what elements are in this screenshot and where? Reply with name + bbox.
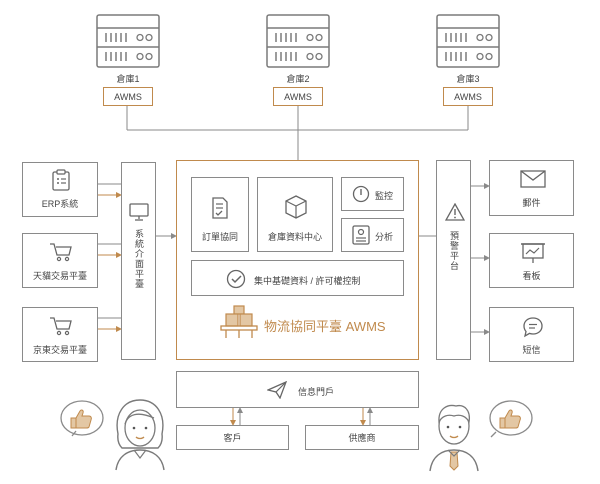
check-circle-icon [226, 269, 246, 289]
analysis-label: 分析 [375, 232, 394, 242]
clipboard-icon [52, 169, 70, 191]
board-icon [521, 243, 545, 263]
monitor-box: 監控 [341, 177, 404, 211]
awms-platform-title: 物流協同平臺 AWMS [264, 319, 386, 334]
monitor-icon [129, 203, 149, 221]
cart-icon [50, 243, 72, 262]
thumbs-up-bubble-icon [489, 400, 533, 438]
chat-icon [523, 317, 543, 338]
male-supplier-avatar [429, 404, 479, 472]
customer-label: 客戶 [223, 433, 242, 443]
supplier-label: 供應商 [348, 433, 376, 443]
board-channel-box: 看板 [489, 233, 574, 288]
warning-icon [445, 203, 465, 221]
monitor-label: 監控 [375, 191, 394, 201]
order-collab-label: 訂單協同 [201, 232, 238, 242]
erp-label: ERP系統 [41, 199, 79, 209]
interface-platform-box: 系統介面平臺 [121, 162, 156, 360]
warehouse-label: 倉庫3 [456, 74, 480, 84]
tmall-label: 天貓交易平臺 [32, 271, 87, 281]
customer-box: 客戶 [176, 425, 289, 450]
order-collab-box: 訂單協同 [191, 177, 249, 252]
mail-channel-box: 郵件 [489, 160, 574, 216]
cart-icon [50, 317, 72, 336]
sms-channel-box: 短信 [489, 307, 574, 362]
awms-badge: AWMS [103, 87, 153, 106]
server-icon [266, 14, 330, 68]
info-portal-box: 信息門戶 [176, 371, 419, 408]
board-label: 看板 [522, 271, 541, 281]
warehouse-label: 倉庫1 [116, 74, 140, 84]
document-check-icon [212, 197, 228, 219]
jd-label: 京東交易平臺 [32, 345, 87, 355]
analysis-box: 分析 [341, 218, 404, 252]
tmall-platform-box: 天貓交易平臺 [22, 233, 98, 288]
conveyor-icon [220, 305, 258, 338]
interface-platform-label: 系統介面平臺 [134, 229, 144, 289]
report-icon [352, 225, 370, 245]
base-data-box: 集中基礎資料 / 許可權控制 [191, 260, 404, 296]
base-data-label: 集中基礎資料 / 許可權控制 [254, 276, 361, 286]
server-icon [436, 14, 500, 68]
awms-badge: AWMS [443, 87, 493, 106]
data-center-box: 倉庫資料中心 [257, 177, 333, 252]
awms-badge: AWMS [273, 87, 323, 106]
female-customer-avatar [115, 399, 165, 471]
erp-system-box: ERP系統 [22, 162, 98, 217]
box-icon [285, 195, 307, 219]
alert-platform-box: 預警平台 [436, 160, 471, 360]
mail-icon [520, 170, 546, 188]
sms-label: 短信 [522, 345, 541, 355]
paper-plane-icon [267, 381, 287, 399]
supplier-box: 供應商 [305, 425, 419, 450]
server-icon [96, 14, 160, 68]
thumbs-up-bubble-icon [60, 400, 104, 437]
data-center-label: 倉庫資料中心 [267, 232, 322, 242]
jd-platform-box: 京東交易平臺 [22, 307, 98, 362]
mail-label: 郵件 [522, 198, 541, 208]
alert-platform-label: 預警平台 [449, 231, 459, 271]
power-icon [352, 185, 370, 203]
warehouse-label: 倉庫2 [286, 74, 310, 84]
info-portal-label: 信息門戶 [298, 387, 335, 397]
